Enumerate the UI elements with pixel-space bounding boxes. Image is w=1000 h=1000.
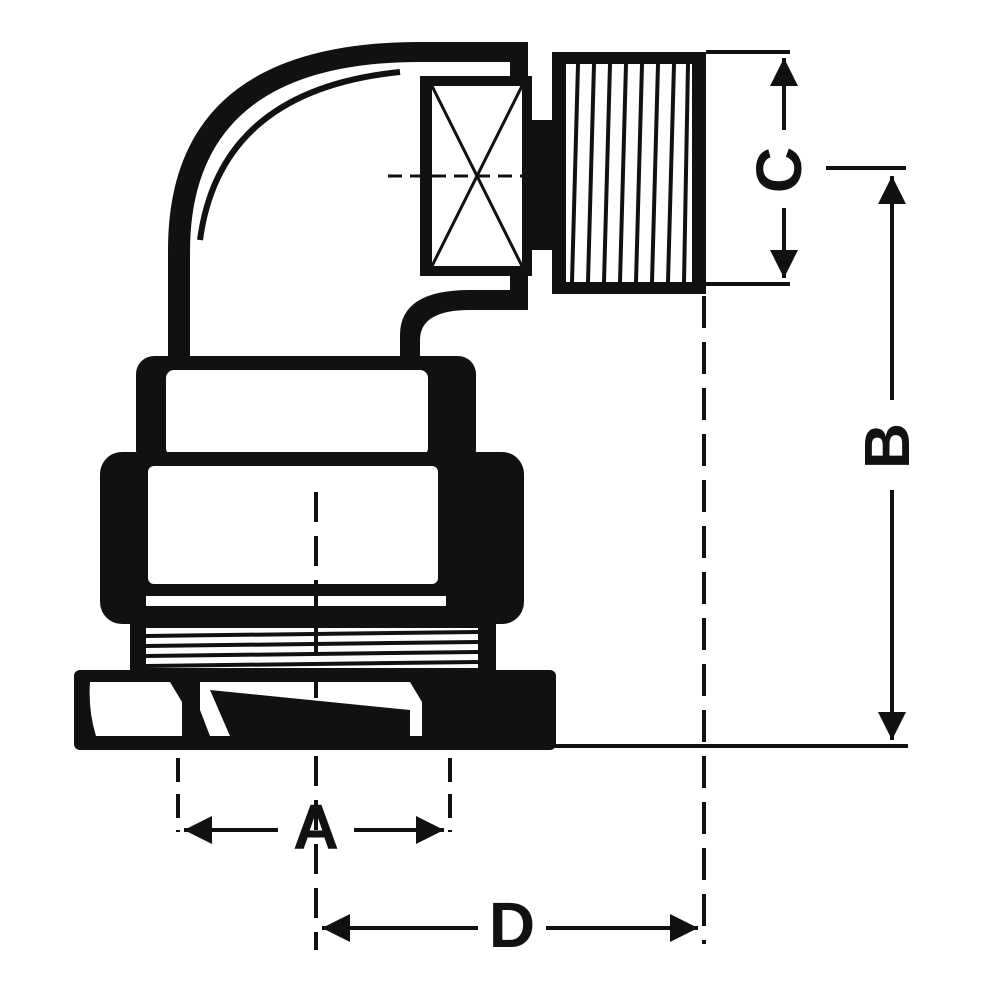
upper-collar xyxy=(136,356,476,468)
dimension-b-label: B xyxy=(851,423,923,469)
elbow-hex-nut xyxy=(388,76,555,276)
gland-nut-body xyxy=(100,452,524,624)
dimension-d xyxy=(322,296,706,944)
male-thread-end xyxy=(528,52,706,294)
dimension-c-label: C xyxy=(743,147,815,193)
dimension-c xyxy=(706,50,798,286)
bottom-hex-locknut xyxy=(74,670,556,750)
dimension-a-label: A xyxy=(293,791,339,863)
dimension-b xyxy=(534,166,908,748)
dimension-a xyxy=(176,758,452,844)
dimension-d-label: D xyxy=(489,889,535,961)
gland-thread-section xyxy=(130,620,496,676)
